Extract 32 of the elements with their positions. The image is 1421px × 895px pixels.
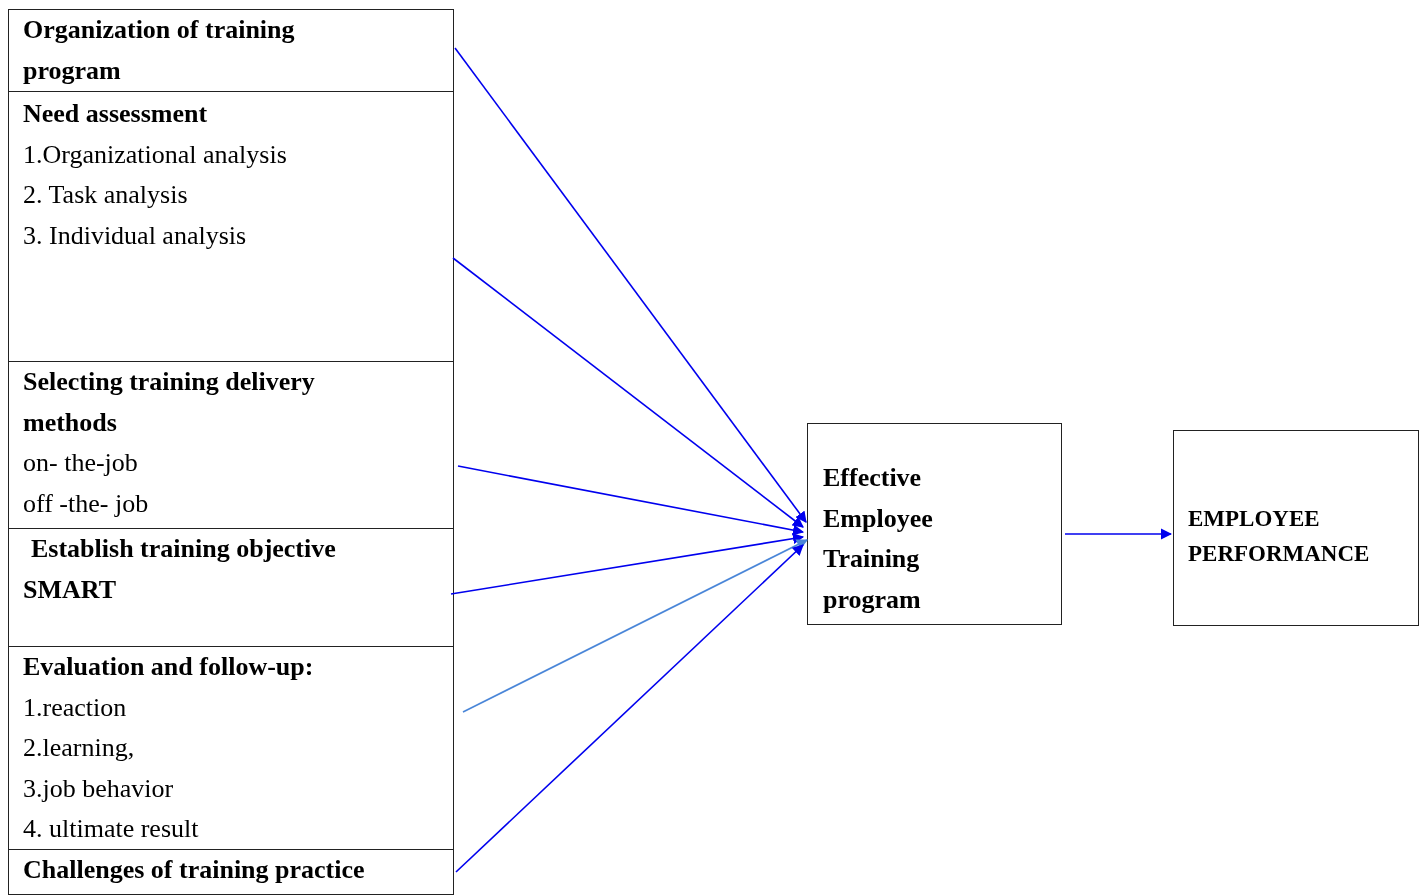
- outcome-box: [1173, 430, 1419, 626]
- list-item-text: 2.learning,: [23, 732, 135, 764]
- list-item-text: 2. Task analysis: [23, 179, 188, 211]
- heading-text: Effective Employee Training program: [823, 462, 934, 616]
- arrow: [455, 544, 804, 873]
- list-item-text: off -the- job: [23, 487, 150, 520]
- heading-text: EMPLOYEE PERFORMANCE: [1188, 505, 1371, 568]
- list-item-text: 1.reaction: [23, 691, 127, 724]
- heading-text: Need assessment: [23, 98, 208, 130]
- factor-box: [8, 528, 454, 647]
- list-item-text: 3.job behavior: [23, 772, 174, 805]
- list-item-text: on- the-job: [23, 447, 139, 479]
- factor-box: [8, 646, 454, 850]
- heading-text: Establish training objective: [31, 533, 336, 565]
- factor-box: [8, 91, 454, 362]
- arrow: [462, 539, 808, 713]
- factor-box: [8, 849, 454, 895]
- list-item-text: 3. Individual analysis: [23, 219, 247, 252]
- arrow: [457, 465, 805, 536]
- arrow: [452, 257, 804, 528]
- factor-box: [8, 9, 454, 92]
- heading-text: Organization of training program: [23, 14, 296, 87]
- arrow: [454, 47, 807, 523]
- program-box: [807, 423, 1062, 625]
- arrow: [1064, 528, 1173, 540]
- heading-text: Evaluation and follow-up:: [23, 651, 314, 683]
- list-item-text: 4. ultimate result: [23, 813, 199, 845]
- list-item-text: 1.Organizational analysis: [23, 138, 287, 171]
- factor-box: [8, 361, 454, 529]
- arrow: [450, 533, 805, 595]
- heading-text: Challenges of training practice: [23, 854, 365, 886]
- heading-text: SMART: [23, 573, 116, 606]
